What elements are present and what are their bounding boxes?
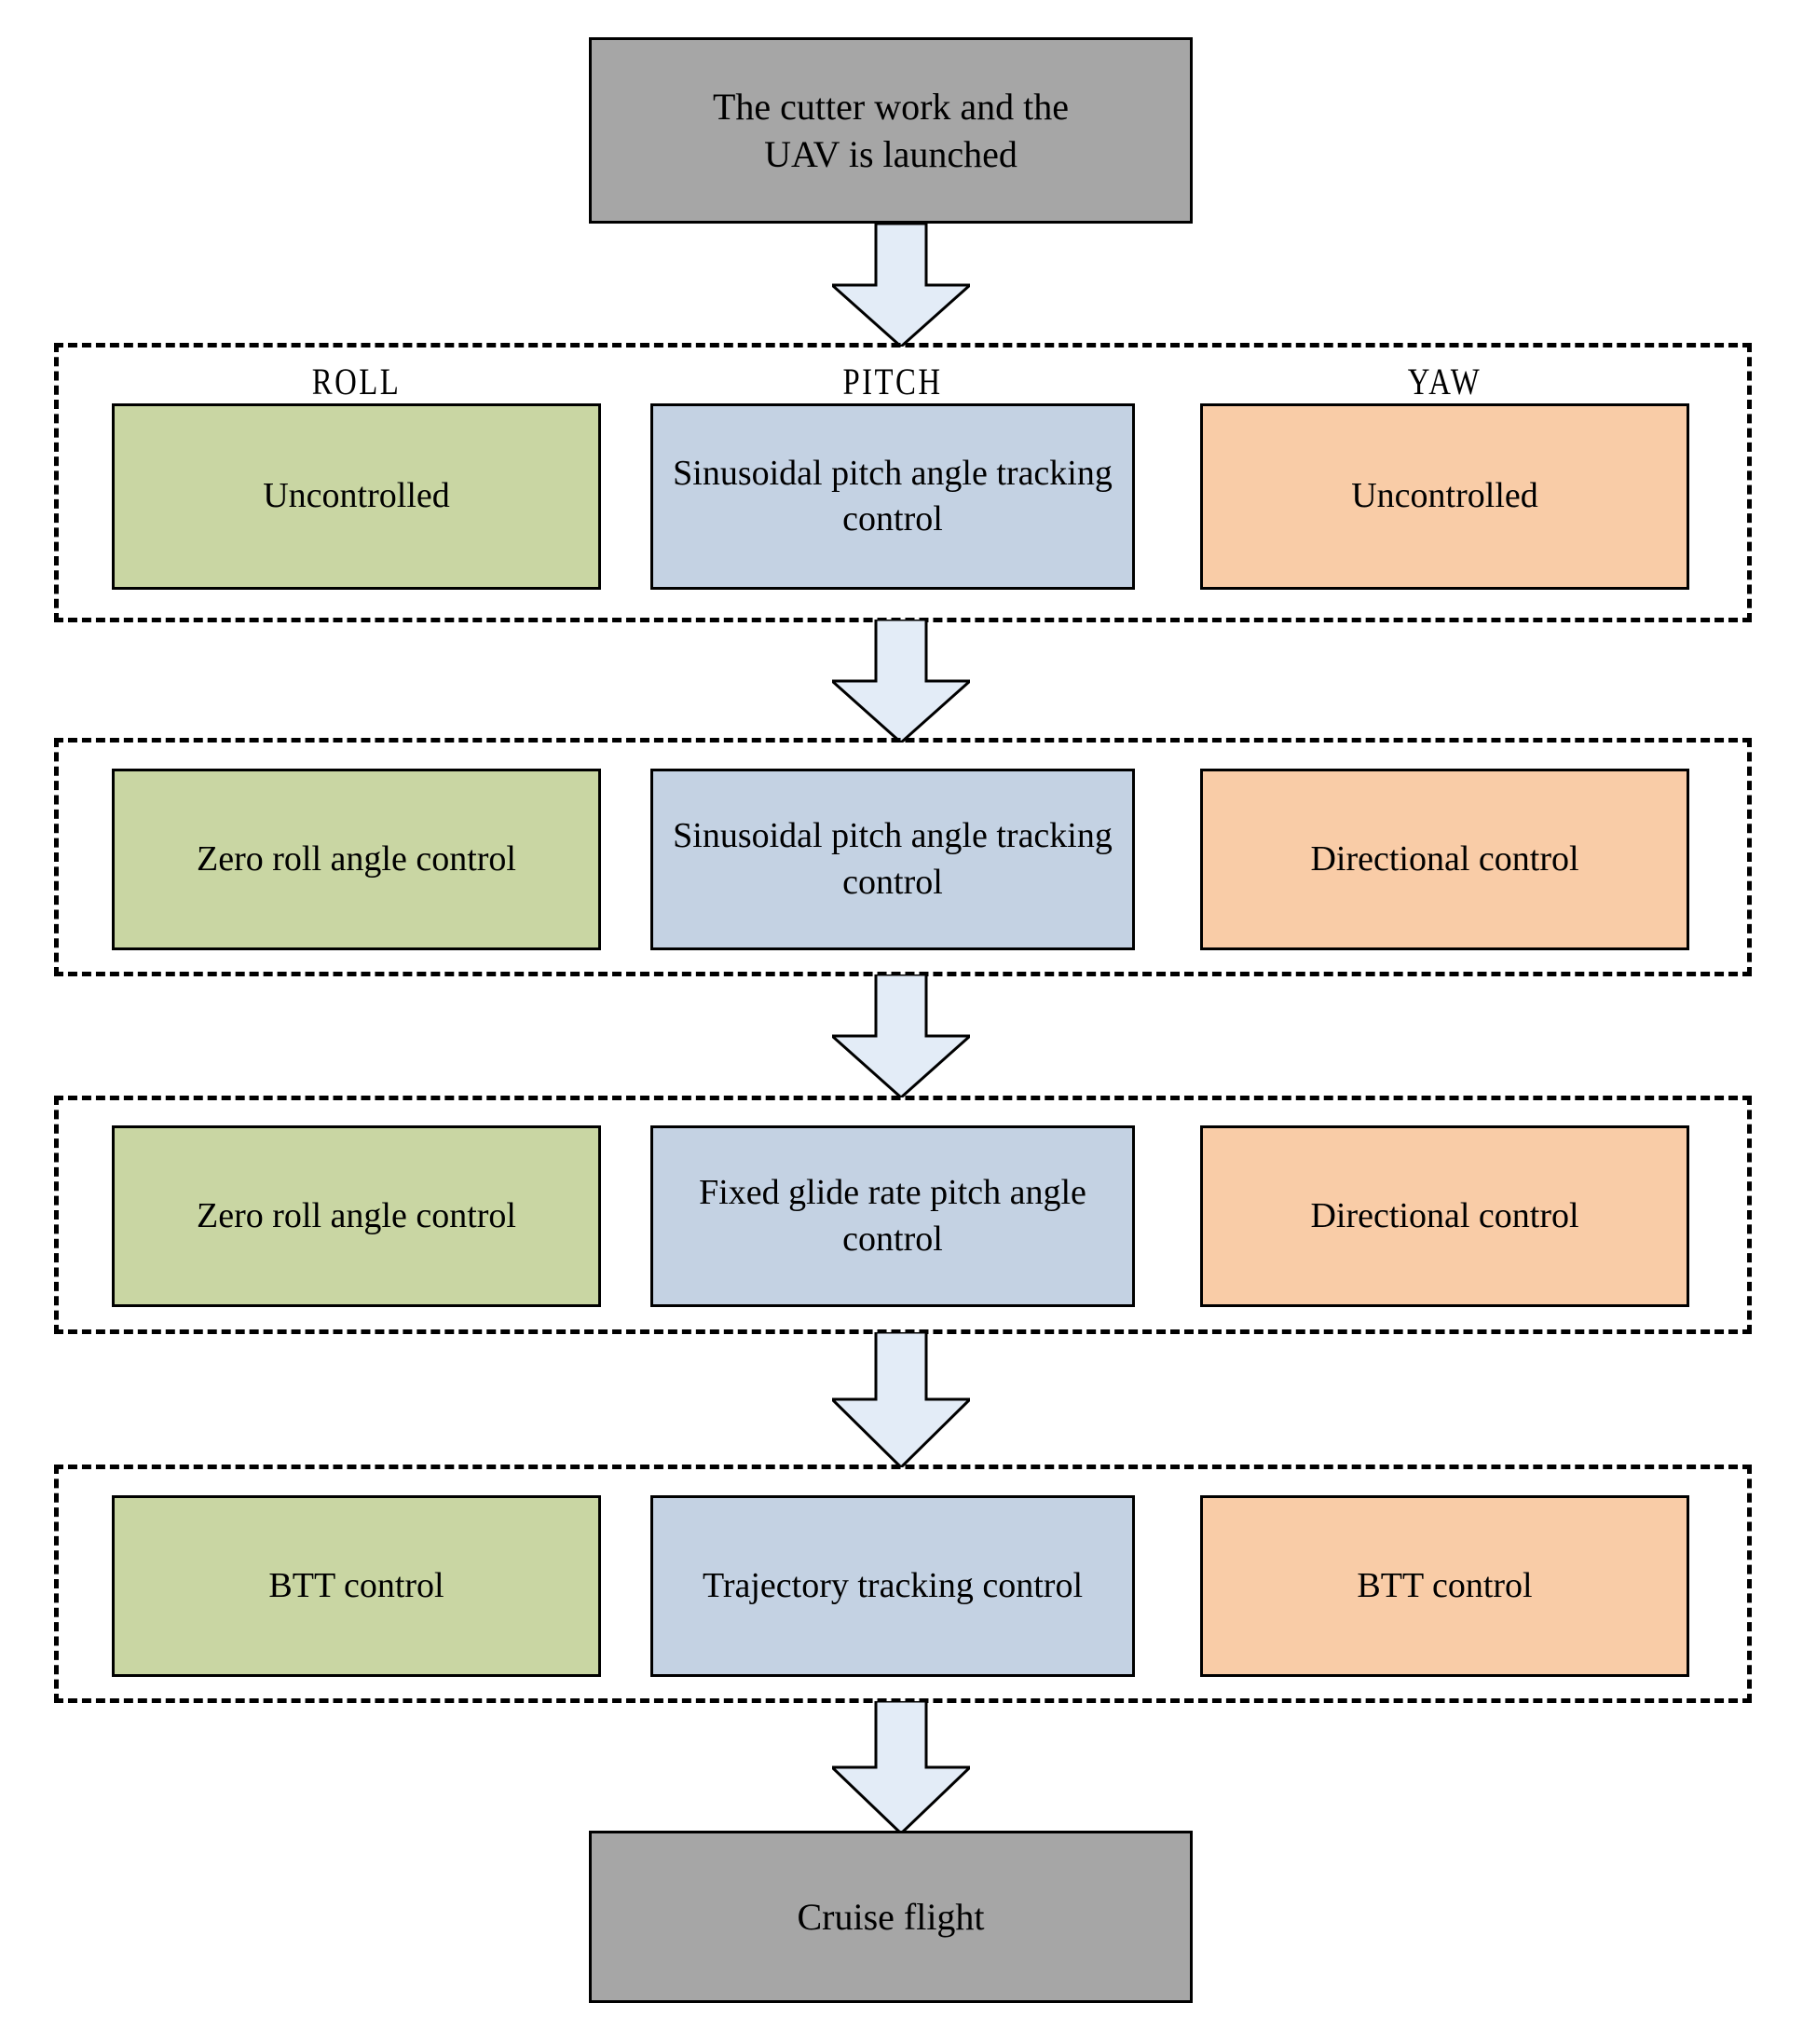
stage-4-roll-cell: BTT control [112,1495,601,1677]
stage-2-roll-cell: Zero roll angle control [112,769,601,950]
end-terminal-label: Cruise flight [797,1895,985,1938]
start-terminal-label: The cutter work and the UAV is launched [712,85,1070,175]
column-header-roll: ROLL [311,361,402,402]
stage-1-pitch-cell: Sinusoidal pitch angle tracking control [650,403,1135,590]
arrow-stage2-to-stage3 [832,974,970,1097]
stage-3-yaw-cell: Directional control [1200,1125,1689,1307]
stage-1-roll-cell: Uncontrolled [112,403,601,590]
arrow-start-to-stage1 [832,224,970,347]
end-terminal-box: Cruise flight [589,1831,1193,2003]
stage-2-pitch-cell: Sinusoidal pitch angle tracking control [650,769,1135,950]
column-header-yaw: YAW [1407,361,1482,402]
arrow-stage3-to-stage4 [832,1332,970,1467]
arrow-stage1-to-stage2 [832,620,970,743]
stage-3-pitch-cell: Fixed glide rate pitch angle control [650,1125,1135,1307]
stage-3-roll-cell: Zero roll angle control [112,1125,601,1307]
stage-2-yaw-cell: Directional control [1200,769,1689,950]
column-header-pitch: PITCH [842,361,943,402]
stage-4-pitch-cell: Trajectory tracking control [650,1495,1135,1677]
arrow-stage4-to-end [832,1701,970,1833]
stage-1-yaw-cell: Uncontrolled [1200,403,1689,590]
start-terminal-box: The cutter work and the UAV is launched [589,37,1193,224]
stage-4-yaw-cell: BTT control [1200,1495,1689,1677]
